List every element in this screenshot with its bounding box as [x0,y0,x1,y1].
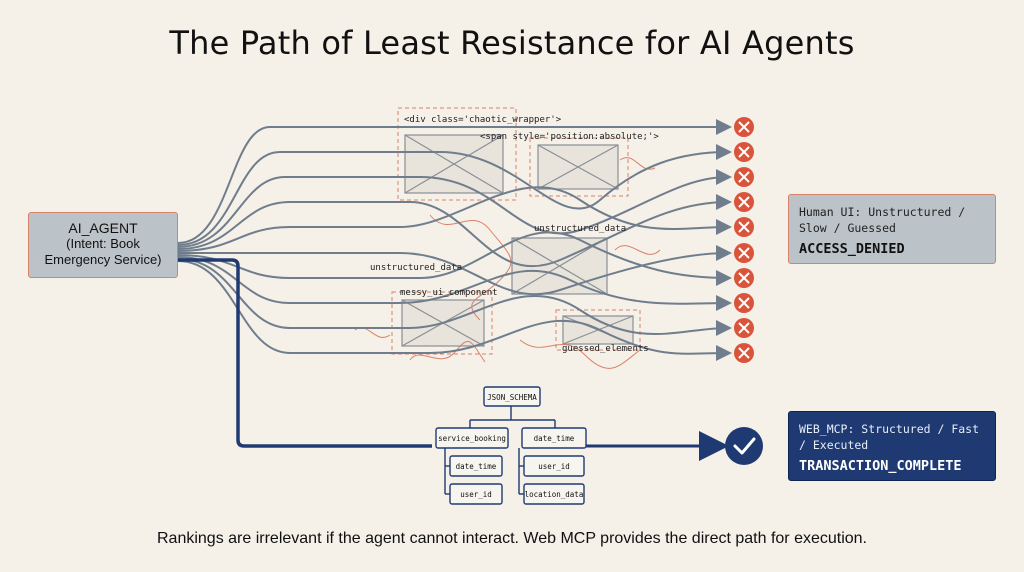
human-ui-status-box: Human UI: Unstructured / Slow / Guessed … [788,194,996,264]
ai-agent-box: AI_AGENT (Intent: Book Emergency Service… [28,212,178,278]
web-mcp-desc-line1: WEB_MCP: Structured / Fast [799,422,980,436]
agent-intent-line1: (Intent: Book [66,236,140,251]
schema-node-date-time: date_time [534,434,575,443]
x-circle-icon [734,192,754,212]
agent-name: AI_AGENT [68,220,138,236]
guessed-elements-label: guessed_elements [562,344,649,354]
wireframe-boxes [401,134,634,347]
diagram-title: The Path of Least Resistance for AI Agen… [169,24,855,62]
x-circle-icon [734,318,754,338]
schema-leaf: user_id [460,490,492,499]
x-circle-icon [734,217,754,237]
chaos-scribbles [354,107,661,369]
schema-node-service-booking: service_booking [438,434,506,443]
x-circle-icon [734,117,754,137]
messy-ui-label: messy_ui_component [400,288,498,298]
x-circle-icon [734,268,754,288]
x-circle-icon [734,243,754,263]
agent-intent-line2: Emergency Service) [44,252,162,267]
web-mcp-status-box: WEB_MCP: Structured / Fast / Executed TR… [788,411,996,481]
div-wrapper-label: <div class='chaotic_wrapper'> [404,115,562,125]
x-circle-icon [734,142,754,162]
schema-leaf: location_data [525,490,584,499]
caption: Rankings are irrelevant if the agent can… [156,530,867,547]
span-label: <span style='position:absolute;'> [480,132,659,142]
unstructured-data-label: unstructured_data [534,224,626,234]
transaction-complete-label: TRANSACTION_COMPLETE [799,458,962,474]
human-ui-desc-line1: Human UI: Unstructured / [799,205,966,219]
chaos-routes [177,119,732,362]
human-ui-desc-line2: Slow / Guessed [799,221,896,235]
schema-leaf: date_time [456,462,497,471]
web-mcp-desc-line2: / Executed [799,438,869,452]
json-schema-tree [435,386,587,505]
access-denied-label: ACCESS_DENIED [799,241,905,257]
mcp-route [178,258,432,448]
x-circle-icon [734,343,754,363]
x-circle-icon [734,293,754,313]
unstructured-data-label: unstructured_data [370,263,462,273]
fail-icons [734,117,754,363]
schema-root: JSON_SCHEMA [487,393,537,402]
schema-leaf: user_id [538,462,570,471]
x-circle-icon [734,167,754,187]
check-circle-icon [725,427,763,465]
